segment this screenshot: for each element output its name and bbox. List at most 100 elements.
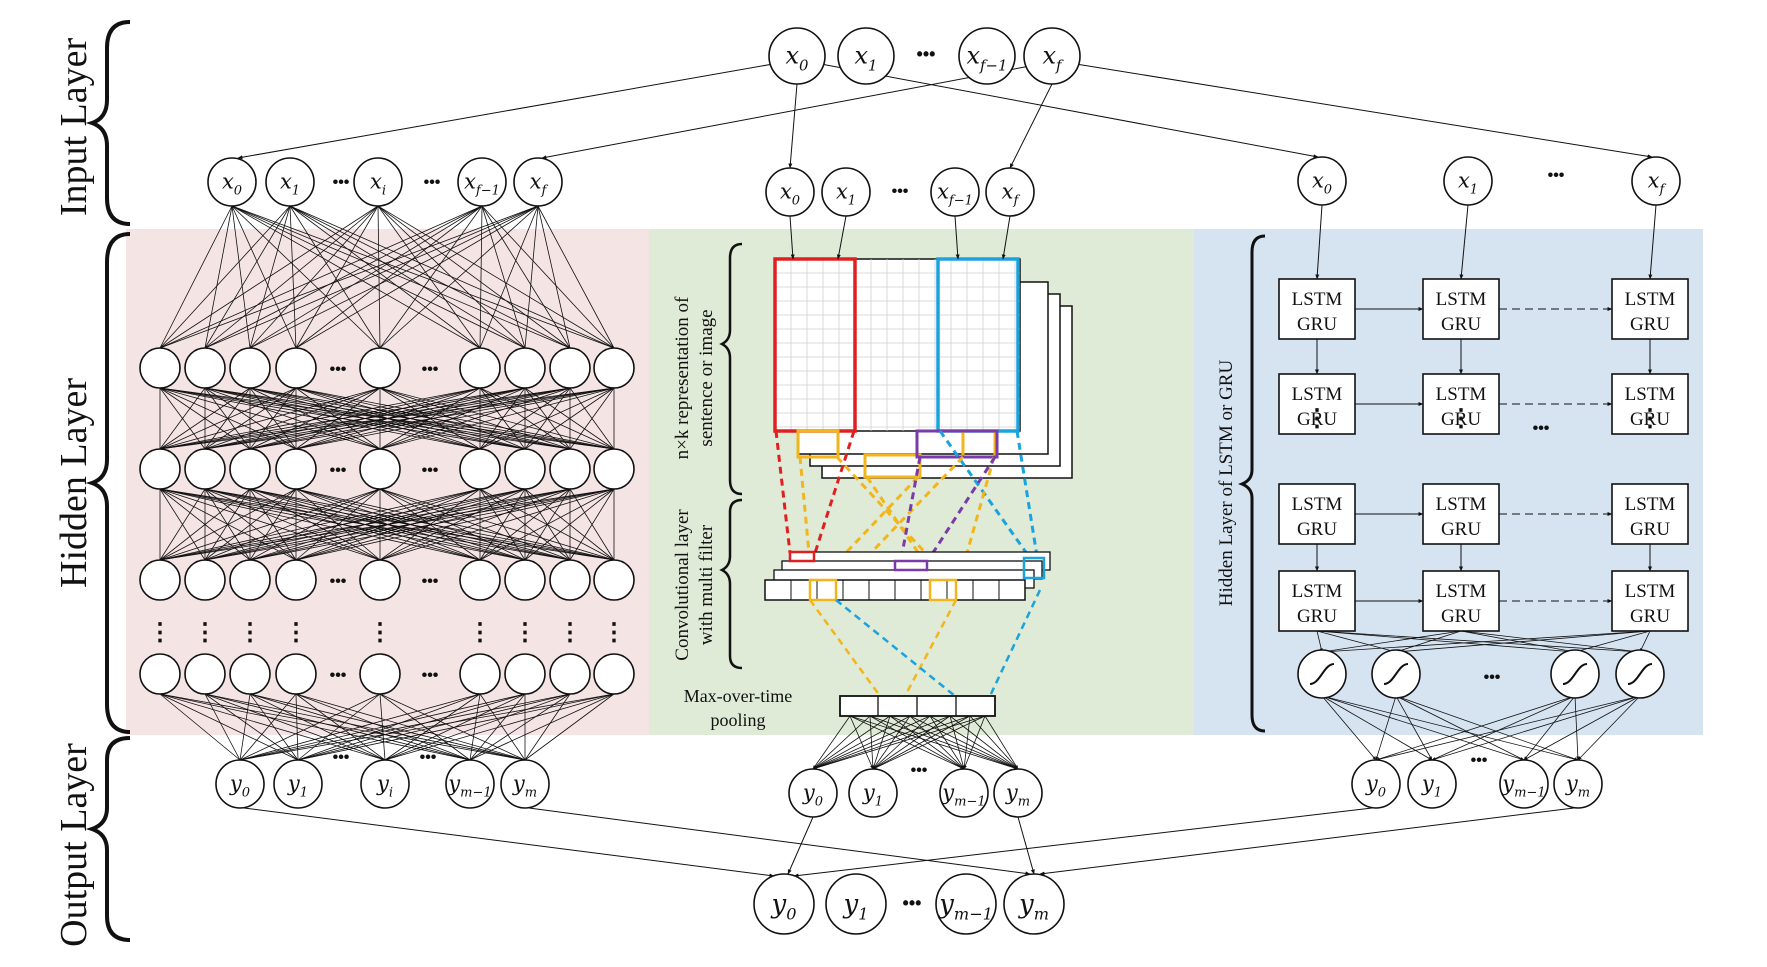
mlp-hidden-neuron xyxy=(184,559,226,601)
mlp-vertical-dots: ⋮ xyxy=(558,619,582,646)
mlp-hidden-neuron-circle xyxy=(359,559,401,601)
mlp-hidden-neuron xyxy=(139,559,181,601)
mlp-input-node-1-label-base: x xyxy=(280,170,292,194)
rnn-input-arrow xyxy=(1648,204,1657,280)
mlp-edge xyxy=(204,205,291,349)
mlp-hidden-neuron-circle xyxy=(229,347,271,389)
pooling-label-line2: pooling xyxy=(710,710,765,730)
cell-label-gru: GRU xyxy=(1630,519,1670,540)
mlp-hidden-neuron xyxy=(275,448,317,490)
mlp-hidden-neuron xyxy=(549,448,591,490)
mlp-input-node-3: xf−1 xyxy=(457,157,507,207)
mlp-hidden-neuron xyxy=(504,448,546,490)
mlp-hidden-neuron xyxy=(504,347,546,389)
mlp-hidden-neuron-circle xyxy=(593,653,635,695)
mlp-edge xyxy=(159,488,381,561)
conv-highlight-red xyxy=(788,550,816,563)
mlp-hidden-neuron-circle xyxy=(359,653,401,695)
cnn-input-node-1-label-sub: 1 xyxy=(848,194,856,209)
connection-lines xyxy=(159,63,1657,878)
conv-highlight-purple xyxy=(893,559,929,572)
rnn-output-node-1-label-base: y xyxy=(1421,772,1435,796)
rnn-activation-ellipsis: ••• xyxy=(1484,669,1501,686)
mlp-hidden-neuron-circle xyxy=(275,559,317,601)
mlp-hidden-neuron xyxy=(549,653,591,695)
cnn-output-node-2-label: ym−1 xyxy=(941,781,985,810)
rnn-input-ellipsis: ••• xyxy=(1548,167,1565,184)
cell-to-activation-edge xyxy=(1460,630,1576,653)
pool-to-output-edge xyxy=(812,715,871,770)
output-node-3-label-base: y xyxy=(1018,889,1034,919)
input-node-0: x0 xyxy=(768,27,826,85)
mlp-edge xyxy=(231,205,526,349)
cell-label-gru: GRU xyxy=(1630,314,1670,335)
mlp-edge xyxy=(249,205,379,349)
mlp-to-output-edge xyxy=(528,807,1031,876)
rnn-output-node-1-label: y1 xyxy=(1421,772,1442,801)
mlp-edge xyxy=(204,387,615,450)
cnn-output-node-3-label: ym xyxy=(1005,781,1030,810)
mlp-edge xyxy=(159,387,206,450)
rnn-input-node-0: x0 xyxy=(1297,156,1347,206)
mlp-hidden-neuron-circle xyxy=(184,653,226,695)
rnn-output-node-3: ym xyxy=(1553,759,1603,809)
cell-to-activation-edge xyxy=(1316,630,1576,654)
cnn-input-node-3: xf xyxy=(985,167,1035,217)
output-node-0-label-base: y xyxy=(771,889,787,919)
activation-to-output-edge xyxy=(1431,695,1576,761)
mlp-hidden-neuron-circle xyxy=(139,347,181,389)
input-node-3-label: xf xyxy=(1042,42,1064,75)
input-ellipsis: ••• xyxy=(917,44,936,64)
mlp-edge xyxy=(289,205,481,349)
mlp-hidden-neuron-circle xyxy=(504,448,546,490)
mlp-edge xyxy=(384,693,571,761)
mlp-hidden-neuron xyxy=(229,448,271,490)
mlp-vertical-dots: ⋮ xyxy=(513,619,537,646)
mlp-edge xyxy=(239,693,481,761)
rnn-vertical-dots: ⋮ xyxy=(1449,405,1473,432)
input-node-1-label-base: x xyxy=(854,42,868,70)
filter-window-purple xyxy=(915,429,999,459)
cell-label-lstm: LSTM xyxy=(1292,289,1343,310)
input-layer-label: Input Layer xyxy=(53,38,95,217)
hidden-layer-brace xyxy=(85,232,131,734)
cnn-input-node-1-circle xyxy=(821,167,871,217)
mlp-hidden-neuron-circle xyxy=(549,559,591,601)
rnn-hidden-brace xyxy=(1237,234,1266,733)
input-node-3-label-base: x xyxy=(1042,42,1056,70)
output-node-1-label-sub: 1 xyxy=(858,905,868,924)
output-aggregation-lines xyxy=(243,807,1575,878)
max-over-time-pooling-vector xyxy=(839,695,996,717)
lstm-gru-cell-box xyxy=(1422,570,1500,632)
mlp-hidden-neuron xyxy=(359,559,401,601)
cell-label-gru: GRU xyxy=(1297,314,1337,335)
mlp-to-output-edge xyxy=(243,807,775,878)
input-node-1-label-sub: 1 xyxy=(868,56,877,74)
cnn-output-node-3: ym xyxy=(993,768,1043,818)
output-node-3-circle xyxy=(1003,873,1065,935)
mlp-edge xyxy=(159,205,291,349)
rnn-to-output-edge xyxy=(1039,807,1575,876)
rnn-output-ellipsis: ••• xyxy=(1471,752,1488,769)
output-node-3-label-sub: m xyxy=(1034,905,1049,924)
cnn-input-node-2-label: xf−1 xyxy=(937,180,973,209)
mlp-edge xyxy=(239,693,251,761)
cell-label-gru: GRU xyxy=(1297,519,1337,540)
mlp-hidden-neuron-circle xyxy=(459,559,501,601)
mlp-input-ellipsis: ••• xyxy=(333,174,350,191)
rnn-output-node-1-label-sub: 1 xyxy=(1434,786,1442,801)
rnn-output-node-0-label: y0 xyxy=(1365,772,1386,801)
mlp-output-node-2-label-sub: i xyxy=(389,786,393,801)
mlp-edge xyxy=(159,205,539,349)
rnn-output-node-0: y0 xyxy=(1351,759,1401,809)
mlp-hidden-neuron-circle xyxy=(229,448,271,490)
mlp-output-node-4-label: ym xyxy=(512,772,537,801)
mlp-hidden-neuron-circle xyxy=(139,559,181,601)
mlp-edge xyxy=(297,693,615,761)
rnn-connections xyxy=(1315,204,1657,761)
rnn-output-node-3-label-base: y xyxy=(1565,772,1579,796)
mlp-edge xyxy=(289,205,526,349)
pool-to-output-edge xyxy=(812,715,891,770)
rnn-input-node-2-label-base: x xyxy=(1648,169,1660,193)
